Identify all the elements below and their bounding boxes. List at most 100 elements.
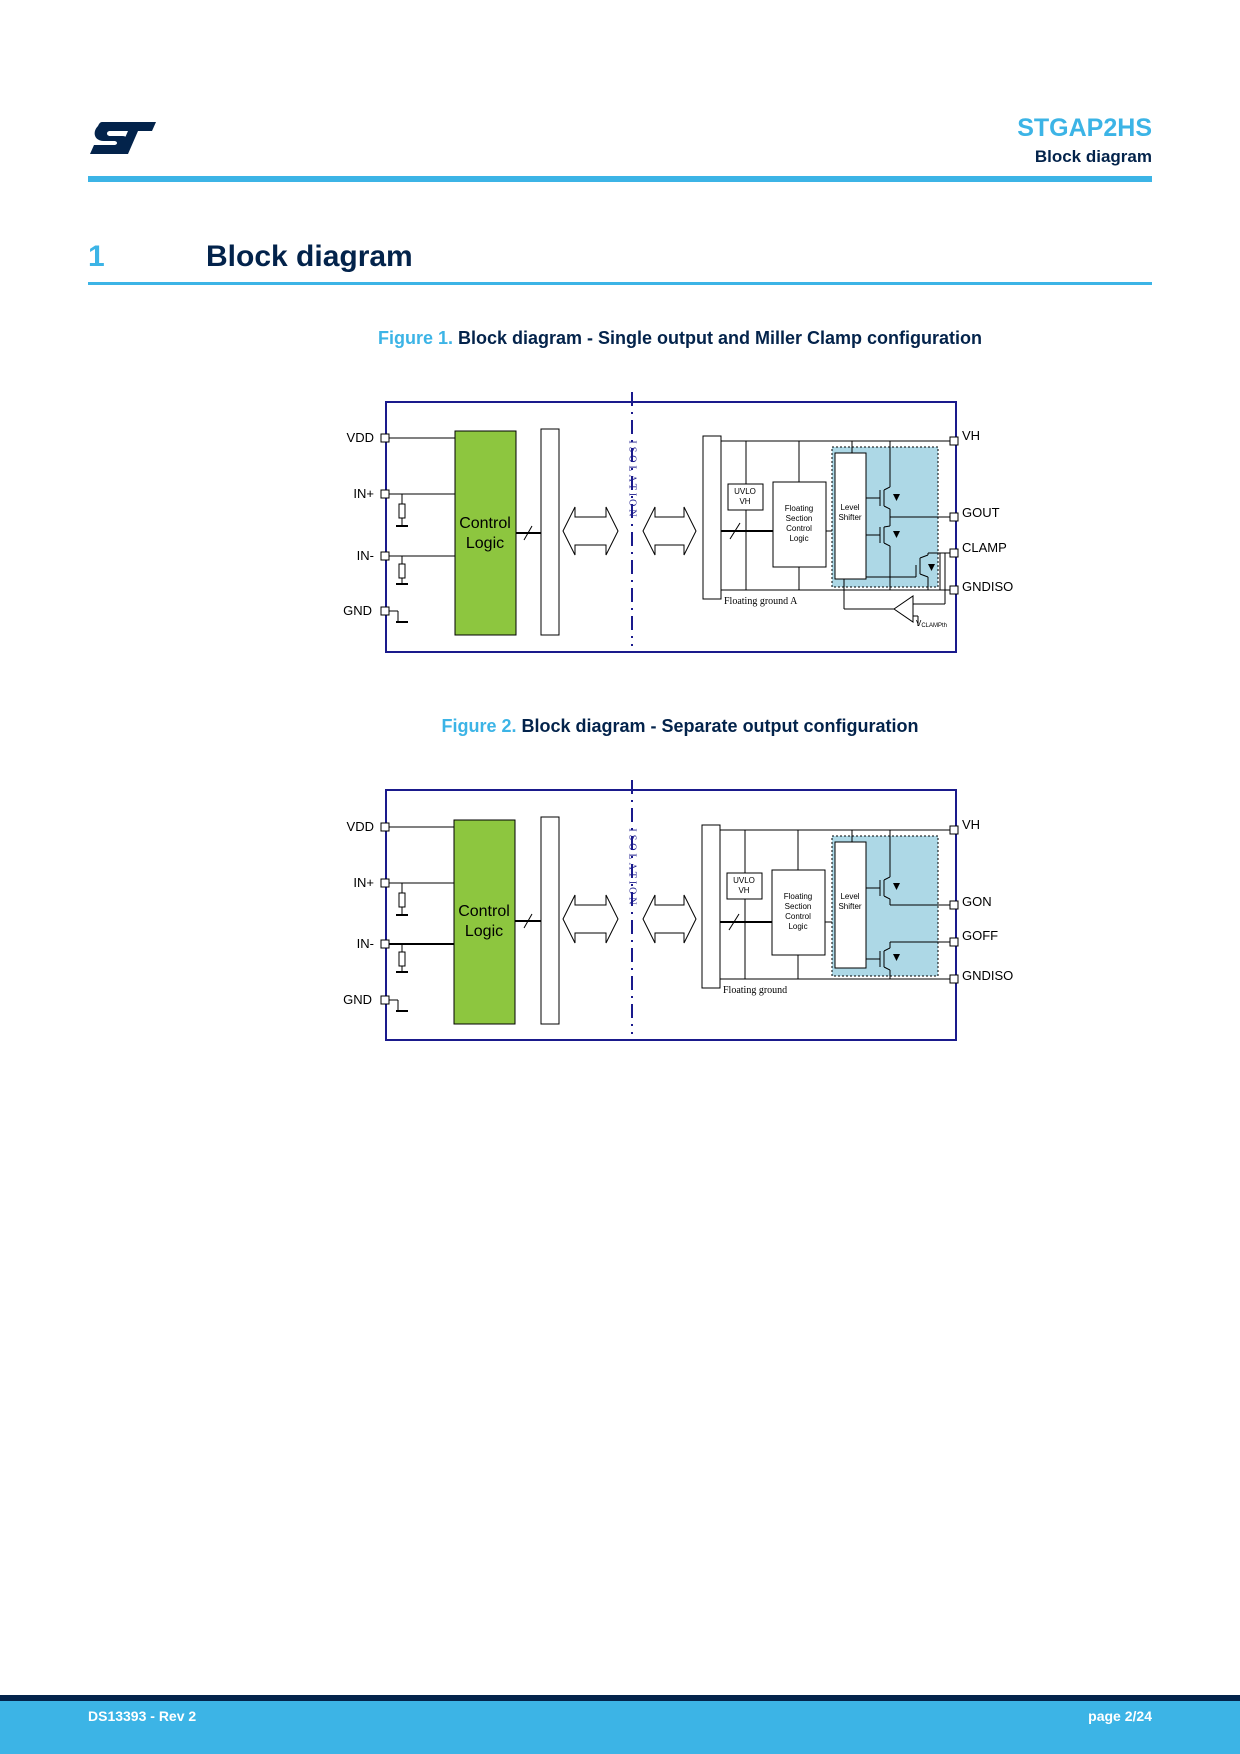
pin-in-plus bbox=[380, 489, 390, 499]
floating-logic-label-4: Logic bbox=[788, 922, 807, 931]
header-section-label: Block diagram bbox=[1034, 147, 1152, 166]
floating-wiring bbox=[721, 440, 953, 591]
header-rule bbox=[88, 176, 1152, 182]
uvlo-block bbox=[726, 872, 763, 900]
body-diode-icon bbox=[893, 883, 900, 890]
tx-buffer-block bbox=[540, 816, 560, 1025]
figure-2-caption: Figure 2. Block diagram - Separate outpu… bbox=[0, 716, 1240, 737]
footer-rule bbox=[0, 1695, 1240, 1701]
figure-1-diagram: ISOLATION VDD IN+ IN- GND Control Logic bbox=[343, 392, 1013, 653]
pin-label-vdd: VDD bbox=[347, 819, 374, 834]
pin-label-in-plus: IN+ bbox=[353, 875, 374, 890]
uvlo-label-1: UVLO bbox=[734, 487, 756, 496]
floating-wiring bbox=[720, 829, 953, 980]
figure-1-caption: Figure 1. Block diagram - Single output … bbox=[0, 328, 1240, 349]
floating-ground-label: Floating ground bbox=[723, 985, 787, 996]
level-shifter-label-2: Shifter bbox=[838, 902, 861, 911]
floating-logic-label-2: Section bbox=[785, 902, 812, 911]
rx-buffer-block bbox=[701, 824, 721, 989]
pin-in-plus bbox=[380, 878, 390, 888]
footer-bar bbox=[0, 1701, 1240, 1754]
double-arrow-right bbox=[642, 506, 697, 556]
section-number: 1 bbox=[88, 240, 105, 273]
pin-in-minus bbox=[380, 551, 390, 561]
floating-logic-block bbox=[771, 869, 826, 956]
level-shifter-label-2: Shifter bbox=[838, 513, 861, 522]
document-id: DS13393 - Rev 2 bbox=[88, 1708, 197, 1724]
pin-gnd bbox=[380, 606, 390, 616]
pin-label-gout: GOUT bbox=[962, 505, 1000, 520]
clamp-comparator bbox=[893, 595, 914, 623]
double-arrow-right bbox=[642, 894, 697, 944]
bus-slash bbox=[523, 525, 533, 541]
pin-gnd bbox=[380, 995, 390, 1005]
pin-label-vdd: VDD bbox=[347, 430, 374, 445]
pin-label-gndiso: GNDISO bbox=[962, 579, 1013, 594]
pin-gndiso bbox=[949, 585, 959, 595]
figure-2-label: Figure 2. bbox=[441, 716, 517, 736]
pin-label-in-minus: IN- bbox=[357, 548, 374, 563]
output-transistors bbox=[851, 830, 953, 979]
pin-in-minus bbox=[380, 939, 390, 949]
pin-label-vh: VH bbox=[962, 817, 980, 832]
floating-ground-label: Floating ground A bbox=[724, 596, 798, 607]
uvlo-label-2: VH bbox=[738, 886, 749, 895]
pin-label-gnd: GND bbox=[343, 992, 372, 1007]
double-arrow-left bbox=[562, 506, 619, 556]
pin-vh bbox=[949, 436, 959, 446]
section-title: Block diagram bbox=[206, 240, 413, 273]
floating-logic-label-3: Control bbox=[785, 912, 811, 921]
control-logic-label-1: Control bbox=[459, 515, 511, 532]
floating-logic-label-3: Control bbox=[786, 524, 812, 533]
pin-gon bbox=[949, 900, 959, 910]
input-wiring bbox=[389, 826, 454, 1012]
pin-vh bbox=[949, 825, 959, 835]
pin-label-gnd: GND bbox=[343, 603, 372, 618]
pin-label-gndiso: GNDISO bbox=[962, 968, 1013, 983]
pin-clamp bbox=[949, 548, 959, 558]
rx-buffer-block bbox=[702, 435, 722, 600]
body-diode-icon bbox=[893, 531, 900, 538]
body-diode-icon bbox=[928, 564, 935, 571]
level-shifter-label-1: Level bbox=[840, 892, 859, 901]
pin-label-in-plus: IN+ bbox=[353, 486, 374, 501]
level-shifter-label-1: Level bbox=[840, 503, 859, 512]
product-title: STGAP2HS bbox=[1017, 114, 1152, 142]
control-logic-label-2: Logic bbox=[466, 535, 504, 552]
floating-logic-label-1: Floating bbox=[785, 504, 813, 513]
double-arrow-left bbox=[562, 894, 619, 944]
level-shifter-block bbox=[834, 841, 867, 969]
isolation-label: ISOLATION bbox=[627, 440, 638, 519]
section-rule bbox=[88, 282, 1152, 285]
floating-logic-label-4: Logic bbox=[789, 534, 808, 543]
ic-outline bbox=[385, 401, 957, 653]
control-logic-label-1: Control bbox=[458, 903, 510, 920]
ic-outline bbox=[385, 789, 957, 1041]
pin-label-clamp: CLAMP bbox=[962, 540, 1007, 555]
figure-2-title: Block diagram - Separate output configur… bbox=[521, 716, 919, 736]
bus-slash bbox=[523, 913, 533, 929]
figure-1-title: Block diagram - Single output and Miller… bbox=[458, 328, 983, 348]
floating-logic-label-1: Floating bbox=[784, 892, 812, 901]
control-logic-block bbox=[453, 819, 516, 1025]
isolation-label: ISOLATION bbox=[627, 828, 638, 907]
pin-vdd bbox=[380, 822, 390, 832]
figure-2-diagram: ISOLATION VDD IN+ IN- GND Control Logic bbox=[343, 780, 1013, 1041]
tx-buffer-block bbox=[540, 428, 560, 636]
pin-label-goff: GOFF bbox=[962, 928, 998, 943]
pin-gndiso bbox=[949, 974, 959, 984]
level-shifter-block bbox=[834, 452, 867, 580]
pin-goff bbox=[949, 937, 959, 947]
pin-gout bbox=[949, 512, 959, 522]
pin-label-gon: GON bbox=[962, 894, 992, 909]
control-logic-block bbox=[454, 430, 517, 636]
body-diode-icon bbox=[893, 494, 900, 501]
vclamp-label-main: V bbox=[916, 619, 922, 628]
vclamp-label-sub: CLAMPth bbox=[921, 623, 947, 629]
output-transistors bbox=[851, 441, 953, 590]
pin-label-in-minus: IN- bbox=[357, 936, 374, 951]
body-diode-icon bbox=[893, 954, 900, 961]
pin-vdd bbox=[380, 433, 390, 443]
floating-logic-block bbox=[772, 481, 827, 568]
page-number: page 2/24 bbox=[1088, 1708, 1152, 1724]
